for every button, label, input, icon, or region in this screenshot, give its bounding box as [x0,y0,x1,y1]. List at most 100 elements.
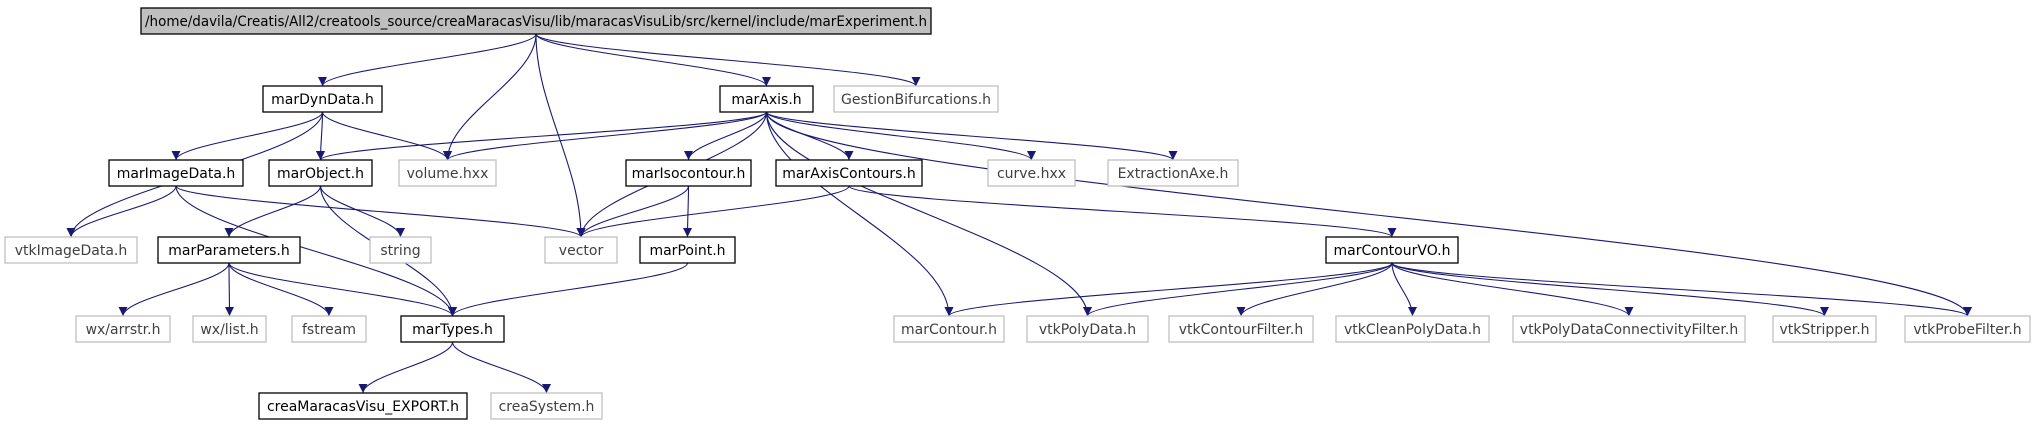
edge-root-to-GestionBifurcations [535,33,921,87]
node-label: GestionBifurcations.h [841,92,991,108]
header-nodes: /home/davila/Creatis/All2/creatools_sour… [4,7,2031,420]
node-box [625,159,752,187]
edge-marAxis-to-vtkPolyData [765,111,1092,317]
node-label: vtkCleanPolyData.h [1344,322,1481,338]
node-vtkpolydata: vtkPolyData.h [1026,315,1149,343]
node-box [108,159,244,187]
edge-marDynData-to-marImageData [171,111,324,161]
node-string: string [369,236,432,264]
node-label: vector [559,243,604,259]
node-martypes[interactable]: marTypes.h [400,315,505,343]
node-box [1107,159,1239,187]
node-box [258,392,468,420]
edge-marObject-to-marParameters [224,185,322,238]
node-label: volume.hxx [407,166,489,182]
edge-root-to-vector [535,33,586,238]
edge-marContourVO-to-vtkPolyDataConnectivityFilter [1391,262,1634,317]
edge-marAxis-to-marObject [316,111,768,161]
node-box [262,85,383,113]
edge-marObject-to-string [319,185,405,238]
node-box [1026,315,1149,343]
node-marcontourvo[interactable]: marContourVO.h [1325,236,1459,264]
node-vtkstripper: vtkStripper.h [1772,315,1877,343]
edge-marAxis-to-marIsocontour [684,111,768,161]
node-root[interactable]: /home/davila/Creatis/All2/creatools_sour… [140,7,932,35]
node-maraxis[interactable]: marAxis.h [719,85,814,113]
node-creasystem: creaSystem.h [490,392,603,420]
node-vtkprobefilter: vtkProbeFilter.h [1904,315,2031,343]
node-label: marPoint.h [649,243,725,259]
node-box [369,236,432,264]
edge-marContourVO-to-vtkContourFilter [1236,262,1393,317]
node-label: marContour.h [901,322,997,338]
node-label: marImageData.h [117,166,236,182]
node-maraxiscontours[interactable]: marAxisContours.h [775,159,923,187]
edge-marAxis-to-vtkProbeFilter [765,111,1972,317]
edge-marImageData-to-marTypes [175,185,457,317]
node-box [775,159,923,187]
node-label: vtkStripper.h [1779,322,1869,338]
node-marcontour: marContour.h [893,315,1005,343]
node-box [1904,315,2031,343]
node-label: creaMaracasVisu_EXPORT.h [267,399,459,415]
edge-marTypes-to-creaSystem [451,341,551,394]
node-vtkpolydataconnectivityfilter: vtkPolyDataConnectivityFilter.h [1512,315,1746,343]
node-box [4,236,138,264]
node-mardyndata[interactable]: marDynData.h [262,85,383,113]
node-label: marIsocontour.h [632,166,746,182]
node-label: vtkContourFilter.h [1179,322,1304,338]
node-label: marAxisContours.h [782,166,916,182]
node-box [157,236,301,264]
node-box [1335,315,1490,343]
node-box [1772,315,1877,343]
edge-marParameters-to-wxarrstr [118,262,230,317]
node-marisocontour[interactable]: marIsocontour.h [625,159,752,187]
node-curve: curve.hxx [987,159,1076,187]
edge-marImageData-to-vtkImageData [66,185,177,238]
edge-root-to-volume [443,33,537,161]
node-box [1512,315,1746,343]
node-marimagedata[interactable]: marImageData.h [108,159,244,187]
edge-marAxisContours-to-vector [576,185,850,238]
node-wxarrstr: wx/arrstr.h [75,315,171,343]
edge-marDynData-to-volume [321,111,452,161]
node-label: marDynData.h [271,92,374,108]
edge-marContourVO-to-vtkProbeFilter [1391,262,1972,317]
node-label: vtkImageData.h [15,243,127,259]
edge-marParameters-to-fstream [228,262,334,317]
node-label: marTypes.h [412,322,493,338]
edge-root-to-marAxis [535,33,771,87]
node-vtkimagedata: vtkImageData.h [4,236,138,264]
edge-marPoint-to-marTypes [448,262,689,317]
node-label: curve.hxx [997,166,1066,182]
edge-marImageData-to-vector [175,185,586,238]
node-box [987,159,1076,187]
node-marparameters[interactable]: marParameters.h [157,236,301,264]
node-box [398,159,497,187]
edge-root-to-marDynData [318,33,537,87]
node-marobject[interactable]: marObject.h [268,159,373,187]
node-wxlist: wx/list.h [192,315,267,343]
node-box [400,315,505,343]
edge-marTypes-to-creaMaracasVisu_EXPORT [358,341,454,394]
node-marpoint[interactable]: marPoint.h [639,236,736,264]
edge-marAxis-to-ExtractionAxe [765,111,1178,161]
node-label: wx/arrstr.h [86,322,161,338]
edge-marAxis-to-volume [443,111,768,161]
node-box [639,236,736,264]
node-creamaracasvisu-export[interactable]: creaMaracasVisu_EXPORT.h [258,392,468,420]
node-box [192,315,267,343]
node-box [140,7,932,35]
edge-marIsocontour-to-marPoint [683,185,693,238]
node-label: vtkPolyDataConnectivityFilter.h [1520,322,1738,338]
edge-marContourVO-to-vtkCleanPolyData [1391,262,1417,317]
node-box [75,315,171,343]
node-label: marObject.h [277,166,364,182]
edge-marContourVO-to-vtkStripper [1391,262,1829,317]
node-vtkcontourfilter: vtkContourFilter.h [1168,315,1314,343]
node-vector: vector [544,236,618,264]
node-label: creaSystem.h [499,399,595,415]
node-box [268,159,373,187]
node-box [1325,236,1459,264]
